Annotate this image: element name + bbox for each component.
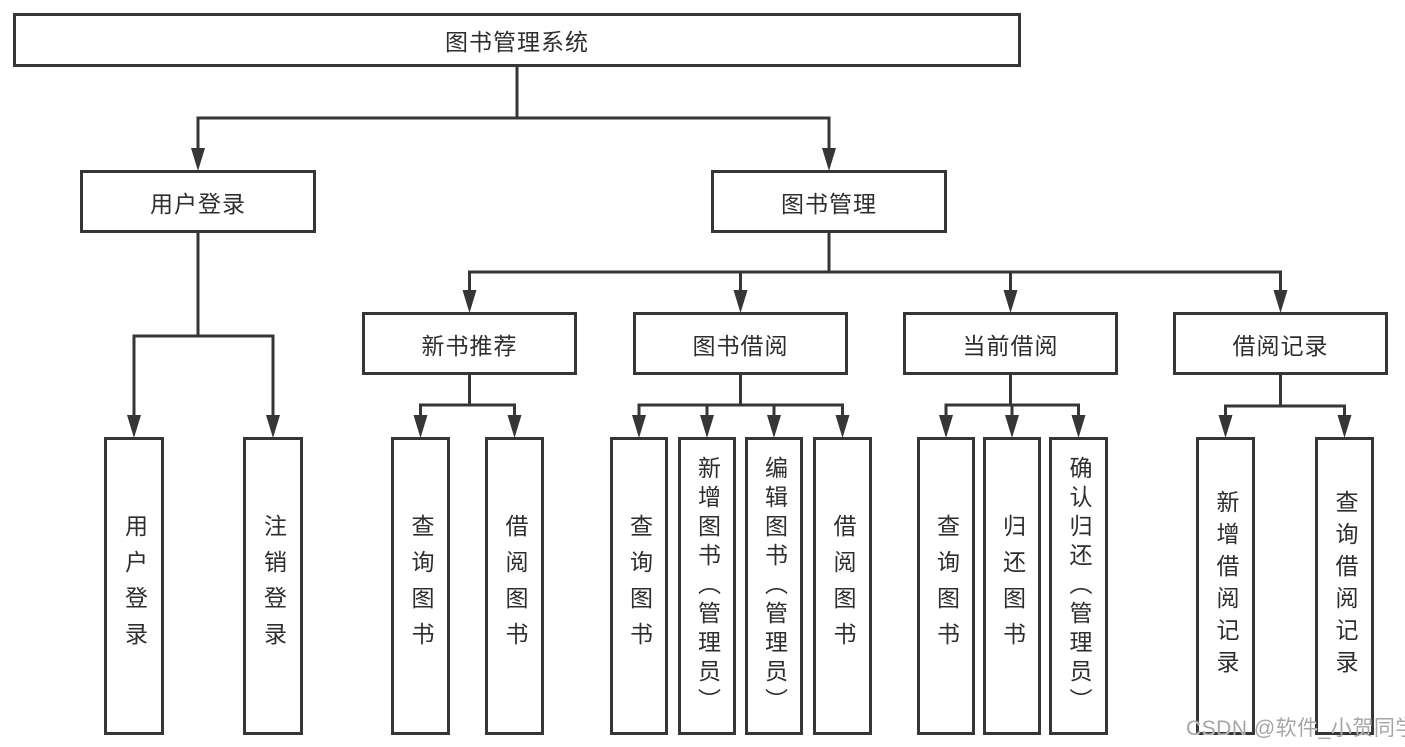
arrowhead	[1218, 415, 1233, 438]
node-label: 编辑图书（管理员）	[761, 455, 788, 717]
node-leaf-add-borrow-record: 新增借阅记录	[1196, 437, 1255, 735]
node-label: 新书推荐	[421, 332, 518, 359]
node-borrowing-records: 借阅记录	[1173, 312, 1388, 375]
node-leaf-query-books-current: 查询图书	[917, 437, 975, 735]
arrowhead	[413, 415, 428, 438]
node-label: 查询借阅记录	[1332, 490, 1358, 682]
arrowhead	[632, 415, 646, 438]
node-leaf-logout: 注销登录	[243, 437, 303, 735]
connector-book-management	[462, 233, 1288, 313]
node-label: 借阅记录	[1232, 332, 1329, 359]
node-label: 查询图书	[408, 514, 434, 658]
arrowhead	[939, 415, 953, 438]
node-label: 用户登录	[150, 190, 246, 217]
node-label: 注销登录	[260, 514, 287, 658]
arrowhead	[191, 148, 205, 171]
arrowhead	[1337, 415, 1352, 438]
connector-current-borrowing	[939, 375, 1086, 438]
arrowhead	[733, 290, 748, 313]
node-label: 借阅图书	[830, 514, 856, 658]
node-label: 图书管理	[781, 190, 877, 217]
node-label: 查询图书	[626, 514, 653, 658]
connector-book-borrowing	[632, 375, 850, 438]
node-book-borrowing: 图书借阅	[633, 312, 848, 375]
arrowhead	[1003, 290, 1018, 313]
node-label: 查询图书	[933, 514, 960, 658]
node-leaf-borrow-books-borrowing: 借阅图书	[813, 437, 872, 735]
node-leaf-confirm-return-admin: 确认归还（管理员）	[1049, 437, 1108, 735]
node-leaf-borrow-books-recommend: 借阅图书	[485, 437, 544, 735]
node-leaf-add-book-admin: 新增图书（管理员）	[678, 437, 736, 735]
arrowhead	[822, 148, 836, 171]
node-label: 当前借阅	[962, 332, 1059, 359]
node-root: 图书管理系统	[13, 13, 1021, 67]
node-leaf-user-login: 用户登录	[104, 437, 164, 735]
node-label: 图书借阅	[692, 332, 789, 359]
node-leaf-query-books-recommend: 查询图书	[391, 437, 450, 735]
connector-root	[191, 67, 836, 171]
connector-user-login	[127, 233, 280, 438]
node-label: 新增图书（管理员）	[694, 455, 721, 717]
node-current-borrowing: 当前借阅	[903, 312, 1118, 375]
node-label: 归还图书	[999, 514, 1026, 658]
node-label: 确认归还（管理员）	[1066, 455, 1092, 717]
arrowhead	[1071, 415, 1086, 438]
node-book-management: 图书管理	[711, 170, 947, 233]
connector-borrowing-records	[1218, 375, 1352, 438]
node-leaf-return-books: 归还图书	[983, 437, 1041, 735]
arrowhead	[127, 415, 141, 438]
arrowhead	[266, 415, 280, 438]
arrowhead	[767, 415, 781, 438]
node-leaf-edit-book-admin: 编辑图书（管理员）	[745, 437, 803, 735]
arrowhead	[1005, 415, 1019, 438]
node-label: 图书管理系统	[445, 29, 589, 55]
node-new-book-recommend: 新书推荐	[362, 312, 577, 375]
watermark-text: CSDN @软件_小贺同学	[1186, 717, 1405, 740]
node-label: 新增借阅记录	[1213, 490, 1239, 682]
arrowhead	[1273, 290, 1288, 313]
node-leaf-query-borrow-record: 查询借阅记录	[1315, 437, 1374, 735]
connector-new-book-recommend	[413, 375, 522, 438]
node-user-login: 用户登录	[80, 170, 316, 233]
node-label: 用户登录	[121, 514, 148, 658]
arrowhead	[462, 290, 477, 313]
arrowhead	[507, 415, 522, 438]
arrowhead	[835, 415, 850, 438]
node-leaf-query-books-borrowing: 查询图书	[610, 437, 668, 735]
arrowhead	[700, 415, 714, 438]
node-label: 借阅图书	[502, 514, 528, 658]
